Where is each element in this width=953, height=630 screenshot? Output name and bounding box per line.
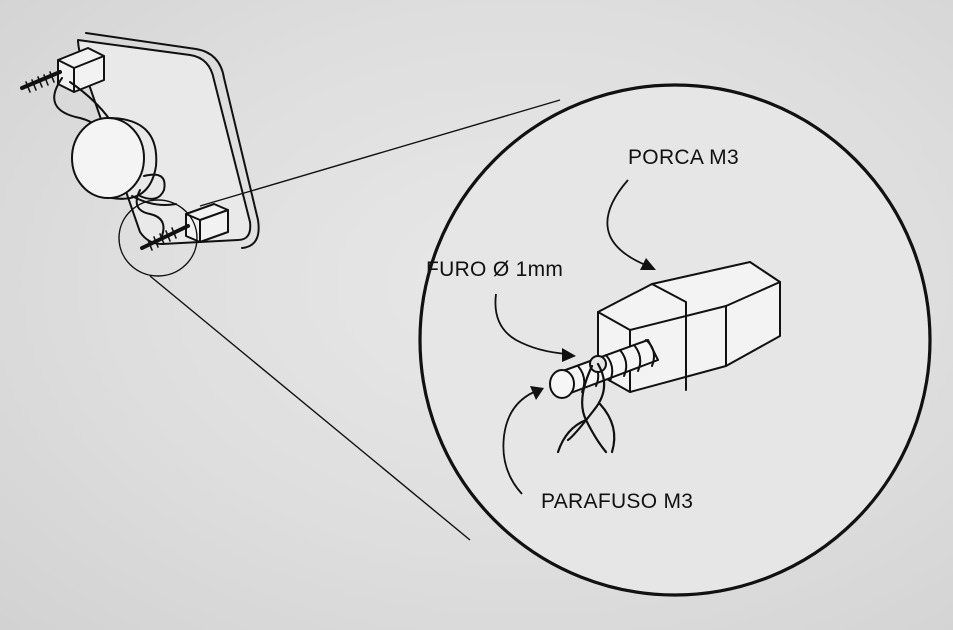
hole-arrow <box>494 293 569 355</box>
screw-label: PARAFUSO M3 <box>541 490 694 513</box>
callout-arrows <box>494 179 656 495</box>
upper-screw <box>20 70 62 93</box>
lower-screw <box>140 224 190 251</box>
magnifier-connectors <box>149 99 561 541</box>
hex-nut-top-face <box>597 281 781 331</box>
screw <box>549 339 659 399</box>
nut-arrow <box>606 179 649 267</box>
screw-tip <box>549 369 575 399</box>
wire-upper-2 <box>69 81 111 121</box>
hole-label: FURO Ø 1mm <box>426 258 564 281</box>
wire-loop <box>556 362 616 454</box>
nut-arrowhead <box>640 258 656 270</box>
hole-arrowhead <box>562 348 576 362</box>
mounting-plate-edge <box>85 32 260 249</box>
screw-arrow <box>502 391 535 495</box>
magnified-detail <box>418 83 932 597</box>
wire-lower-2 <box>131 195 177 206</box>
overview-assembly <box>20 32 260 277</box>
nut-label: PORCA M3 <box>628 146 739 169</box>
hex-nut-edge-1 <box>651 283 687 391</box>
wire-lower <box>135 189 165 237</box>
screw-arrowhead <box>530 386 544 400</box>
detail-selection-circle <box>118 199 198 277</box>
